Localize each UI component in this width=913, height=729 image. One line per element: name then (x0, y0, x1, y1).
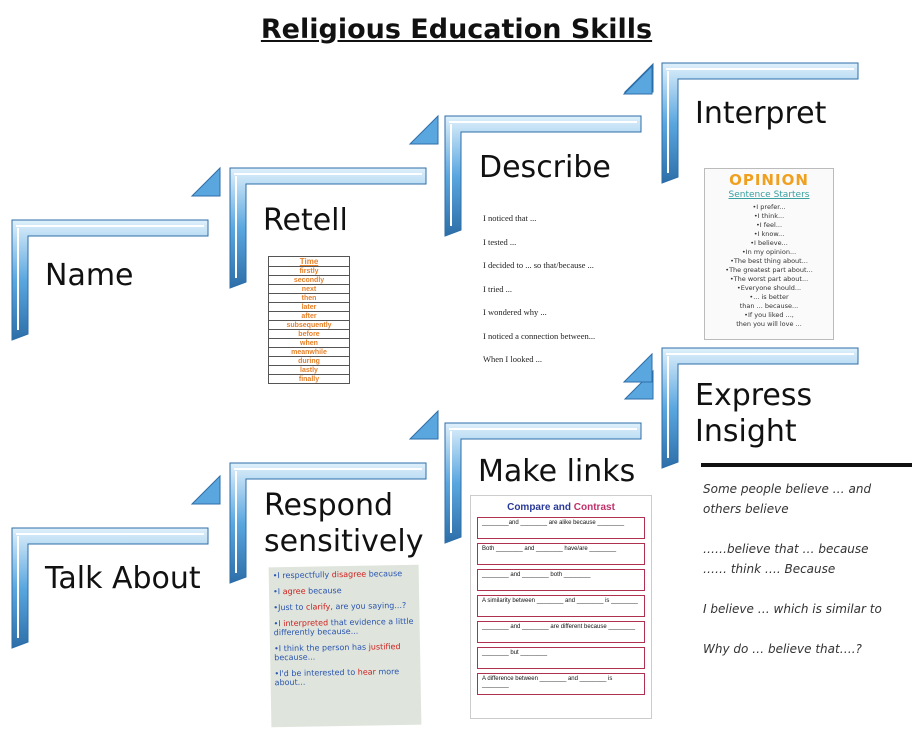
compare-contrast-title: Compare and Contrast (507, 502, 615, 513)
time-word: secondly (268, 275, 350, 285)
insight-starter: others believe (703, 502, 789, 516)
compare-contrast-row: Both ________ and ________ have/are ____… (477, 543, 645, 565)
compare-contrast-row: ________ and ________ are different beca… (477, 621, 645, 643)
respond-item: •I agree because (272, 586, 342, 597)
insight-starter: ……believe that … because (703, 542, 869, 556)
insight-starter (703, 619, 911, 639)
opinion-line: •I prefer... (752, 203, 786, 211)
time-word: before (268, 329, 350, 339)
stair-step-describe (444, 115, 642, 237)
respond-sentence-card: •I respectfully disagree because •I agree… (268, 564, 422, 728)
time-word: during (268, 356, 350, 366)
stair-triangle-respond (408, 409, 439, 440)
opinion-poster: OPINION Sentence Starters •I prefer...•I… (704, 168, 834, 340)
step-label-describe: Describe (479, 150, 611, 185)
stair-step-express-insight (661, 347, 859, 469)
opinion-line: •I feel... (755, 221, 783, 229)
opinion-line: •In my opinion... (741, 248, 797, 256)
time-table-header: Time (268, 256, 350, 267)
describe-starter: I tried ... (483, 283, 513, 294)
insight-divider (701, 463, 912, 467)
describe-starter: When I looked ... (483, 354, 543, 364)
time-word: after (268, 311, 350, 321)
opinion-line: •The worst part about... (729, 275, 809, 283)
step-label-retell: Retell (263, 203, 348, 238)
insight-starter: Some people believe … and (703, 482, 872, 496)
insight-starter: Why do … believe that….? (703, 642, 862, 656)
time-word: meanwhile (268, 347, 350, 357)
insight-starter (703, 519, 911, 539)
respond-item: •I respectfully disagree because (272, 568, 403, 581)
page-title: Religious Education Skills (260, 14, 653, 45)
opinion-line: •I believe... (750, 239, 788, 247)
stair-triangle-name (190, 166, 221, 197)
respond-item: •Just to clarify, are you saying...? (273, 600, 407, 613)
stair-step-talk-about (11, 527, 209, 649)
stair-triangle-retell (408, 114, 439, 145)
respond-item: •I think the person has justified becaus… (273, 642, 401, 663)
opinion-line: then you will love ... (736, 320, 802, 328)
opinion-subtitle: Sentence Starters (728, 190, 810, 200)
opinion-line: •If you liked ..., (744, 311, 794, 319)
opinion-line: •I know... (753, 230, 785, 238)
step-label-talk-about: Talk About (45, 561, 201, 596)
step-label-name: Name (45, 258, 134, 293)
opinion-line: •The best thing about... (730, 257, 808, 265)
stair-step-retell (229, 167, 427, 289)
compare-contrast-row: ________and ________ are alike because _… (477, 517, 645, 539)
describe-starter: I wondered why ... (483, 307, 547, 317)
compare-contrast-sheet: Compare and Contrast ________and _______… (470, 495, 652, 719)
insight-starter (703, 579, 911, 599)
time-word: lastly (268, 365, 350, 375)
time-word: finally (268, 374, 350, 384)
opinion-title: OPINION (729, 171, 809, 189)
opinion-line: •I think... (753, 212, 785, 220)
describe-starter: I tested ... (483, 236, 517, 247)
time-word: subsequently (268, 320, 350, 330)
compare-contrast-row: ________ but ________ (477, 647, 645, 669)
compare-contrast-row: A difference between ________ and ______… (477, 673, 645, 695)
time-word: when (268, 338, 350, 348)
opinion-line: •Everyone should... (736, 284, 802, 292)
stair-step-respond (229, 462, 427, 584)
describe-starters: I noticed that ... I tested ... I decided … (483, 213, 633, 378)
compare-contrast-row: A similarity between ________ and ______… (477, 595, 645, 617)
step-label-make-links: Make links (478, 454, 636, 489)
stair-step-make-links (444, 422, 642, 544)
time-word: then (268, 293, 350, 303)
insight-starter: …… think …. Because (703, 562, 836, 576)
opinion-line: •... is better (749, 293, 789, 301)
time-word: firstly (268, 266, 350, 276)
respond-item: •I'd be interested to hear more about... (274, 667, 400, 688)
describe-starter: I noticed that ... (483, 213, 537, 223)
compare-contrast-row: ________ and ________ both ________ (477, 569, 645, 591)
time-word: later (268, 302, 350, 312)
opinion-line: than ... because... (739, 302, 799, 310)
describe-starter: I decided to ... so that/because ... (483, 260, 594, 270)
describe-starter: I noticed a connection between... (483, 330, 596, 341)
step-label-interpret: Interpret (695, 96, 827, 131)
insight-starter: I believe … which is similar to (703, 602, 882, 616)
respond-item: •I interpreted that evidence a little di… (273, 616, 414, 638)
stair-triangle-top-1 (622, 352, 653, 383)
stair-triangle-talk-about (190, 474, 221, 505)
stair-step-name (11, 219, 209, 341)
time-word: next (268, 284, 350, 294)
stair-step-interpret (661, 62, 859, 184)
stair-triangle-top-0 (622, 64, 653, 95)
opinion-line: •The greatest part about... (725, 266, 813, 274)
